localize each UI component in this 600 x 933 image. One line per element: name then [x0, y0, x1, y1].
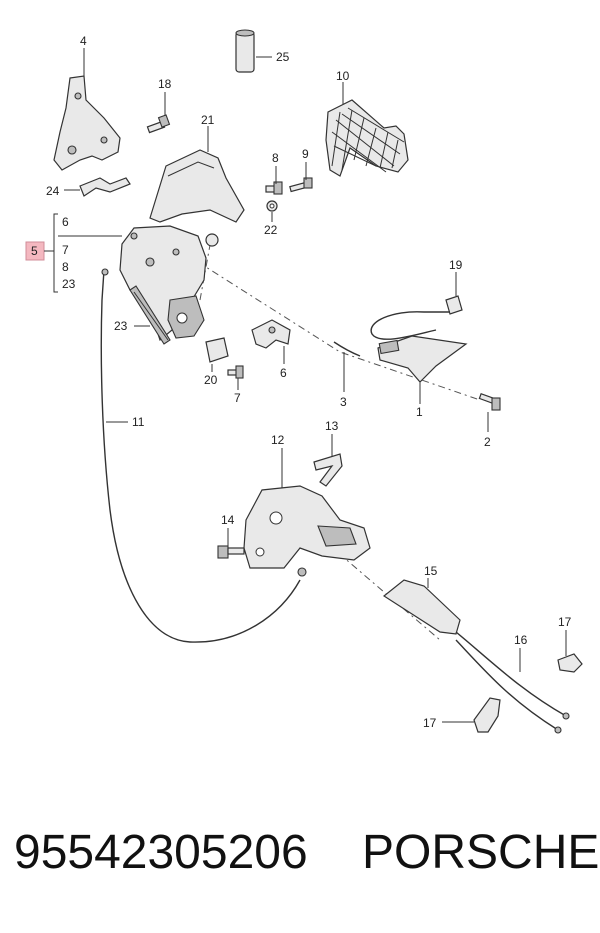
label-16: 16	[514, 633, 528, 647]
cable-end	[297, 567, 307, 577]
label-23: 23	[114, 319, 128, 333]
part-21-cover[interactable]	[149, 149, 245, 223]
label-22: 22	[264, 223, 278, 237]
part-5-pedal-assembly[interactable]	[119, 225, 219, 342]
part-4-bracket[interactable]	[53, 75, 121, 171]
parts-diagram: 4 24 25 18 21 8 9 22	[25, 29, 583, 734]
label-4: 4	[80, 34, 87, 48]
label-19: 19	[449, 258, 463, 272]
label-5-sub-23: 23	[62, 277, 76, 291]
part-15-guide[interactable]	[382, 579, 461, 635]
label-21: 21	[201, 113, 215, 127]
part-7-bolt[interactable]	[227, 365, 244, 379]
label-1: 1	[416, 405, 423, 419]
part-2-screw[interactable]	[478, 392, 501, 411]
label-12: 12	[271, 433, 285, 447]
label-10: 10	[336, 69, 350, 83]
label-8: 8	[272, 151, 279, 165]
part-17-clip-lower[interactable]	[473, 697, 501, 733]
label-3: 3	[340, 395, 347, 409]
part-3-cable[interactable]	[333, 341, 361, 357]
part-13-bracket[interactable]	[313, 453, 343, 487]
label-17-lower: 17	[423, 716, 437, 730]
label-17-right: 17	[558, 615, 572, 629]
cable-end	[101, 268, 109, 276]
footer: 95542305206 PORSCHE	[0, 825, 600, 895]
label-7: 7	[234, 391, 241, 405]
part-25-sleeve[interactable]	[235, 29, 255, 73]
part-11-cable[interactable]	[100, 269, 301, 643]
label-24: 24	[46, 184, 60, 198]
label-25: 25	[276, 50, 290, 64]
part-23-spring-strut[interactable]	[129, 285, 171, 345]
label-2: 2	[484, 435, 491, 449]
label-5: 5	[31, 244, 38, 258]
label-11: 11	[132, 415, 145, 429]
part-1-housing[interactable]	[377, 335, 468, 383]
part-17-clip-right[interactable]	[557, 653, 583, 673]
part-number: 95542305206	[14, 826, 308, 879]
brand-name: PORSCHE	[362, 826, 600, 879]
label-13: 13	[325, 419, 339, 433]
label-20: 20	[204, 373, 218, 387]
part-18-bolt[interactable]	[146, 114, 171, 134]
label-14: 14	[221, 513, 235, 527]
part-14-bolt[interactable]	[217, 545, 245, 559]
assembly-line	[197, 261, 481, 401]
part-12-actuator[interactable]	[243, 485, 371, 569]
label-5-sub-6: 6	[62, 215, 69, 229]
label-6: 6	[280, 366, 287, 380]
part-19-sensor[interactable]	[370, 295, 463, 340]
part-6-clip[interactable]	[251, 319, 291, 349]
assembly-line	[299, 519, 441, 641]
label-9: 9	[302, 147, 309, 161]
part-8-bolt[interactable]	[265, 181, 283, 195]
label-5-sub-8: 8	[62, 260, 69, 274]
part-20-buffer[interactable]	[205, 337, 229, 363]
group-bracket	[53, 213, 58, 293]
part-9-screw[interactable]	[289, 177, 313, 193]
label-18: 18	[158, 77, 172, 91]
part-24-clip[interactable]	[79, 177, 131, 197]
label-5-sub-7: 7	[62, 243, 69, 257]
part-22-washer[interactable]	[266, 200, 278, 212]
part-16-cables[interactable]	[455, 631, 570, 734]
part-10-pedal-pad[interactable]	[325, 99, 409, 177]
label-15: 15	[424, 564, 438, 578]
assembly-line	[199, 244, 211, 301]
